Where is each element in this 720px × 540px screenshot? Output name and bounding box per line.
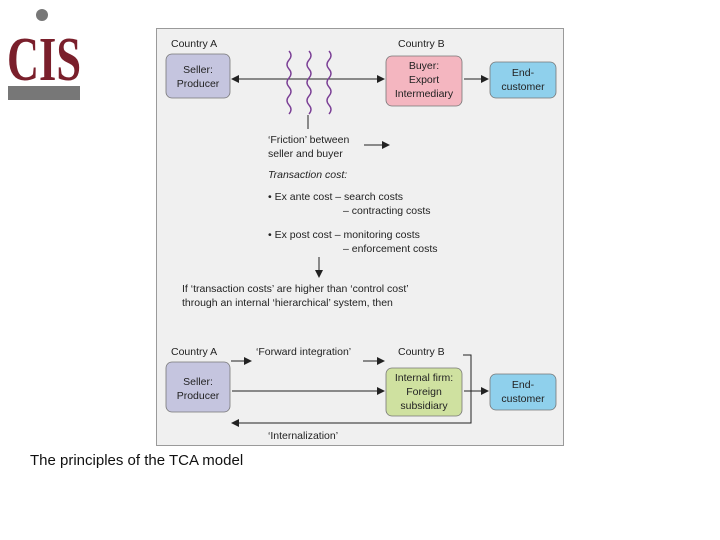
bottom-seller-box <box>165 361 231 413</box>
bottom-customer-line1: End- <box>512 379 535 391</box>
friction-wave-2 <box>306 50 312 115</box>
internalization-label: ‘Internalization’ <box>268 430 338 442</box>
cis-logo: CIS <box>6 6 82 102</box>
bottom-country-b-label: Country B <box>398 346 445 358</box>
top-customer-box <box>489 61 557 99</box>
internal-firm-line1: Internal firm: <box>395 372 453 384</box>
top-customer-line2: customer <box>501 81 545 93</box>
bottom-seller-line1: Seller: <box>183 376 213 388</box>
top-seller-line2: Producer <box>177 78 220 90</box>
ex-ante-line2: – contracting costs <box>343 205 431 217</box>
top-seller-line1: Seller: <box>183 64 213 76</box>
friction-line2: seller and buyer <box>268 148 343 160</box>
internal-firm-box <box>385 367 463 417</box>
tca-diagram-svg: Country A Country B Seller: Producer Buy… <box>165 38 557 442</box>
ex-post-line2: – enforcement costs <box>343 243 438 255</box>
top-country-b-label: Country B <box>398 38 445 50</box>
condition-line2: through an internal ‘hierarchical’ syste… <box>182 297 393 309</box>
top-buyer-box <box>385 55 463 107</box>
logo-text: CIS <box>7 26 81 94</box>
ex-post-line1: • Ex post cost – monitoring costs <box>268 229 420 241</box>
friction-wave-1 <box>286 50 292 115</box>
friction-line1: ‘Friction’ between <box>268 134 349 146</box>
ex-ante-line1: • Ex ante cost – search costs <box>268 191 403 203</box>
transaction-cost-title: Transaction cost: <box>268 169 347 181</box>
bottom-customer-box <box>489 373 557 411</box>
tca-diagram: Country A Country B Seller: Producer Buy… <box>156 28 564 446</box>
internal-firm-line2: Foreign <box>406 386 442 398</box>
bottom-seller-line2: Producer <box>177 390 220 402</box>
friction-wave-3 <box>326 50 332 115</box>
logo-dot <box>36 9 48 21</box>
top-seller-box <box>165 53 231 99</box>
bottom-country-a-label: Country A <box>171 346 217 358</box>
forward-integration-label: ‘Forward integration’ <box>256 346 351 358</box>
condition-line1: If ‘transaction costs’ are higher than ‘… <box>182 283 409 295</box>
top-customer-line1: End- <box>512 67 535 79</box>
logo-bar <box>8 86 80 100</box>
top-buyer-line2: Export <box>409 74 439 86</box>
logo-graphic: CIS <box>7 9 81 100</box>
top-country-a-label: Country A <box>171 38 217 50</box>
bottom-customer-line2: customer <box>501 393 545 405</box>
top-buyer-line1: Buyer: <box>409 60 439 72</box>
top-buyer-line3: Intermediary <box>395 88 454 100</box>
internal-firm-line3: subsidiary <box>400 400 448 412</box>
caption: The principles of the TCA model <box>30 452 244 469</box>
